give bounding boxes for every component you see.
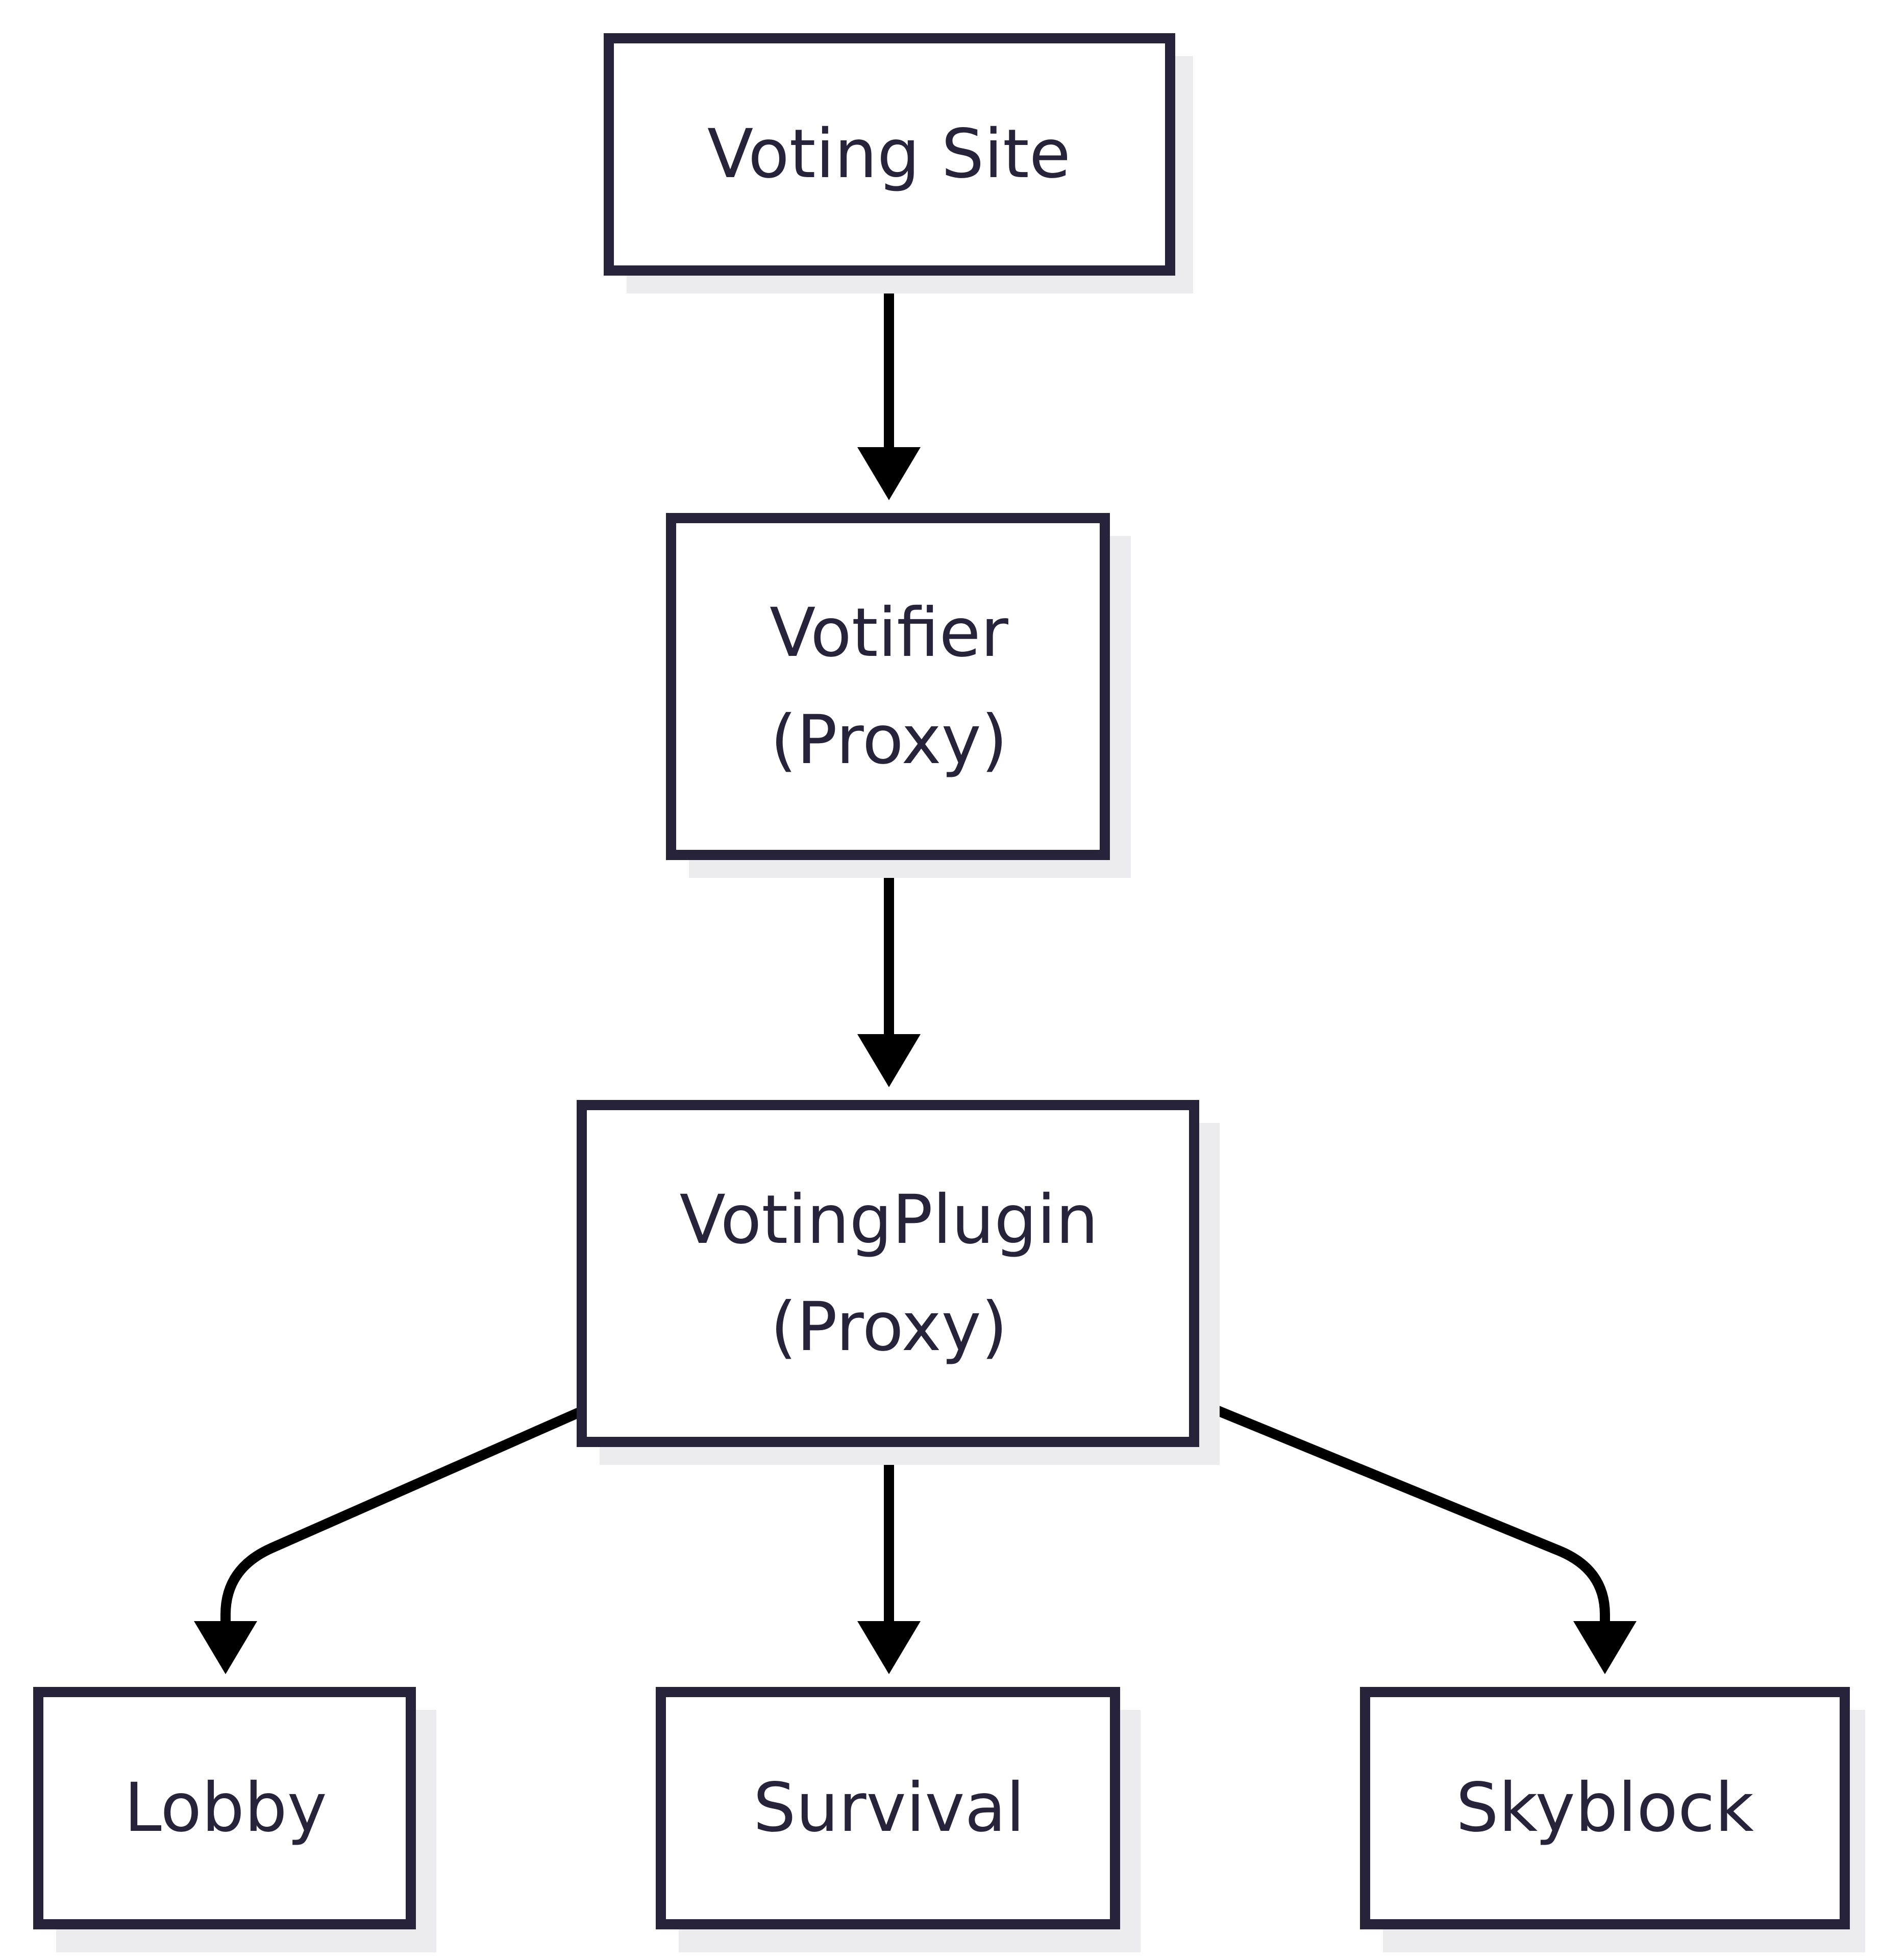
node-label: Voting Site xyxy=(707,115,1071,193)
arrowheads xyxy=(194,447,1637,1674)
node-votifier: Votifier (Proxy) xyxy=(666,513,1131,878)
arrowhead-votifier xyxy=(857,447,921,500)
node-box xyxy=(1360,1687,1850,1929)
node-box xyxy=(577,1100,1199,1447)
arrowhead-skyblock xyxy=(1573,1621,1637,1674)
arrowhead-lobby xyxy=(194,1621,257,1674)
node-survival: Survival xyxy=(656,1687,1141,1952)
node-box xyxy=(666,513,1110,860)
edge-votingplugin-to-skyblock xyxy=(1196,1398,1610,1625)
node-label-line-2: (Proxy) xyxy=(771,701,1008,779)
node-voting-site: Voting Site xyxy=(604,33,1193,293)
arrowhead-survival xyxy=(857,1621,921,1674)
arrowhead-votingplugin xyxy=(857,1034,921,1087)
node-lobby: Lobby xyxy=(33,1687,436,1952)
node-label-line-1: VotingPlugin xyxy=(680,1181,1099,1259)
node-label: Survival xyxy=(753,1769,1025,1847)
edges xyxy=(220,271,1610,1625)
node-skyblock: Skyblock xyxy=(1360,1687,1865,1952)
node-box xyxy=(656,1687,1120,1929)
node-label-line-2: (Proxy) xyxy=(771,1288,1008,1366)
node-label-line-1: Votifier xyxy=(770,594,1009,672)
node-box xyxy=(604,33,1175,276)
edge-votingplugin-to-lobby xyxy=(220,1407,582,1625)
node-label: Lobby xyxy=(124,1769,327,1847)
node-voting-plugin: VotingPlugin (Proxy) xyxy=(577,1100,1220,1465)
node-label: Skyblock xyxy=(1456,1769,1754,1847)
node-box xyxy=(33,1687,416,1929)
